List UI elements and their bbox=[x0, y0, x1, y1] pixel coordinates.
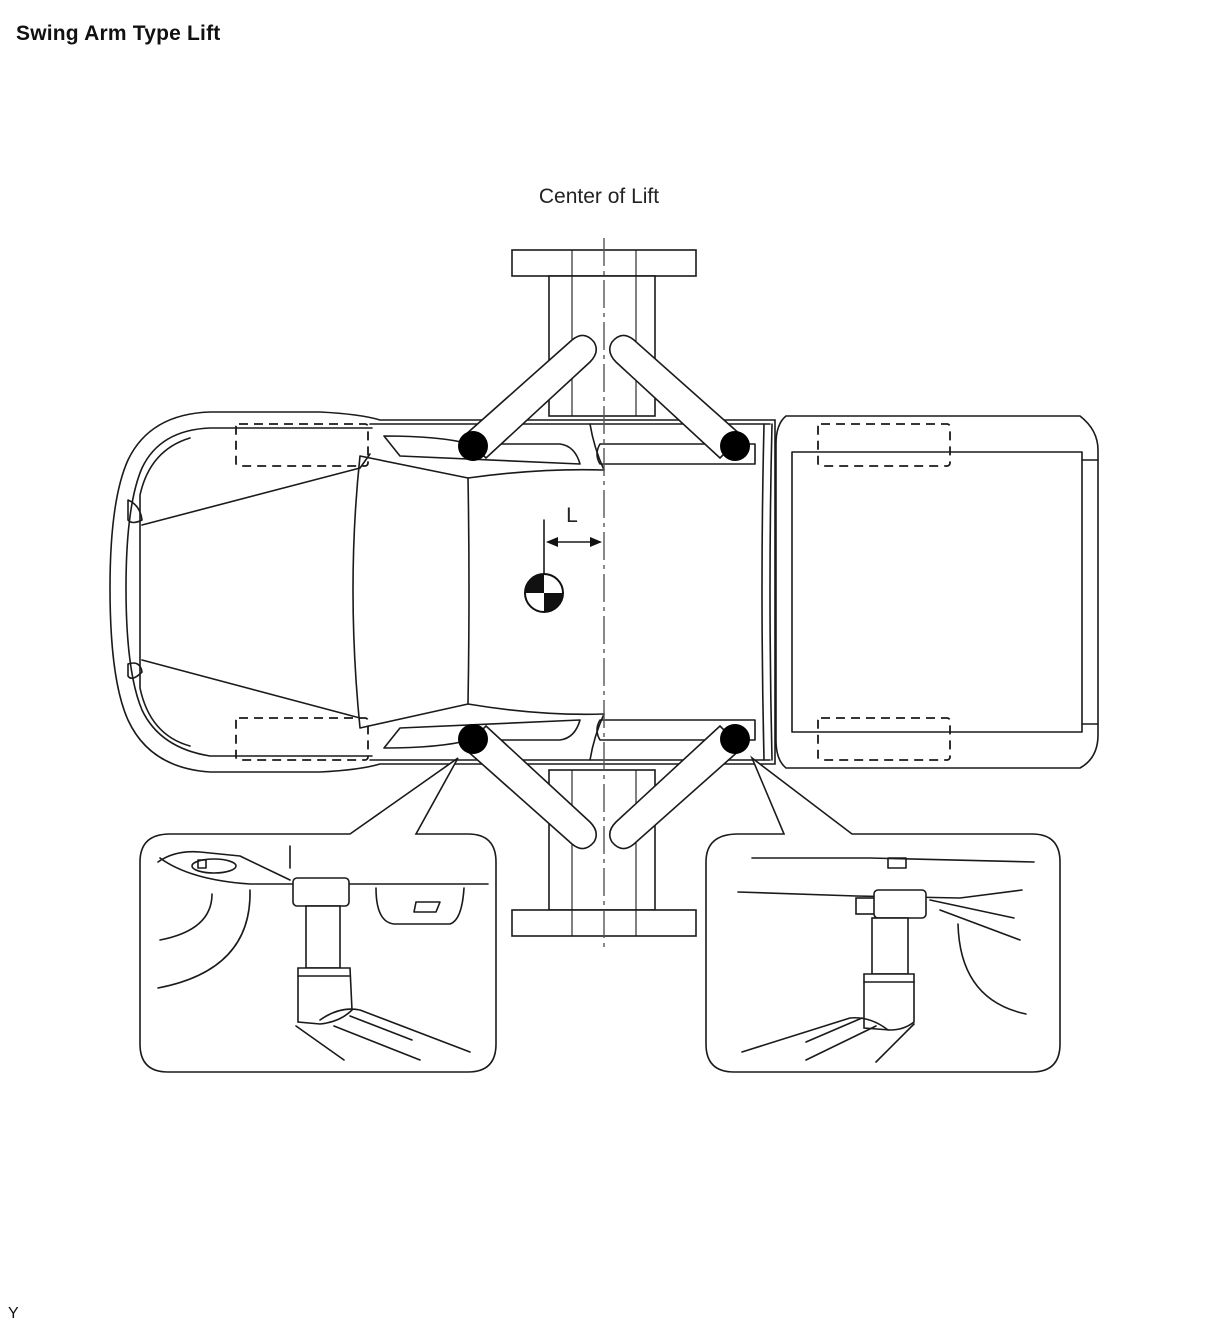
center-of-lift-label: Center of Lift bbox=[539, 185, 659, 208]
center-of-gravity-icon bbox=[524, 573, 564, 613]
distance-label: L bbox=[566, 504, 578, 527]
page-title: Swing Arm Type Lift bbox=[16, 22, 221, 45]
rear-right-wheel bbox=[817, 717, 951, 761]
front-left-wheel bbox=[235, 423, 369, 467]
lift-point-rear-left bbox=[720, 431, 750, 461]
lift-point-front-right bbox=[458, 724, 488, 754]
rear-left-wheel bbox=[817, 423, 951, 467]
lift-pad-detail-left bbox=[139, 757, 497, 1073]
vehicle-outline bbox=[109, 411, 1099, 773]
distance-dimension: L bbox=[543, 504, 602, 575]
front-right-wheel bbox=[235, 717, 369, 761]
figure-code: Y bbox=[8, 1305, 19, 1322]
lift-pad-detail-right bbox=[705, 755, 1061, 1073]
swing-arms-top bbox=[462, 334, 744, 460]
lift-point-rear-right bbox=[720, 724, 750, 754]
swing-arms-bottom bbox=[462, 724, 744, 850]
lift-point-front-left bbox=[458, 431, 488, 461]
